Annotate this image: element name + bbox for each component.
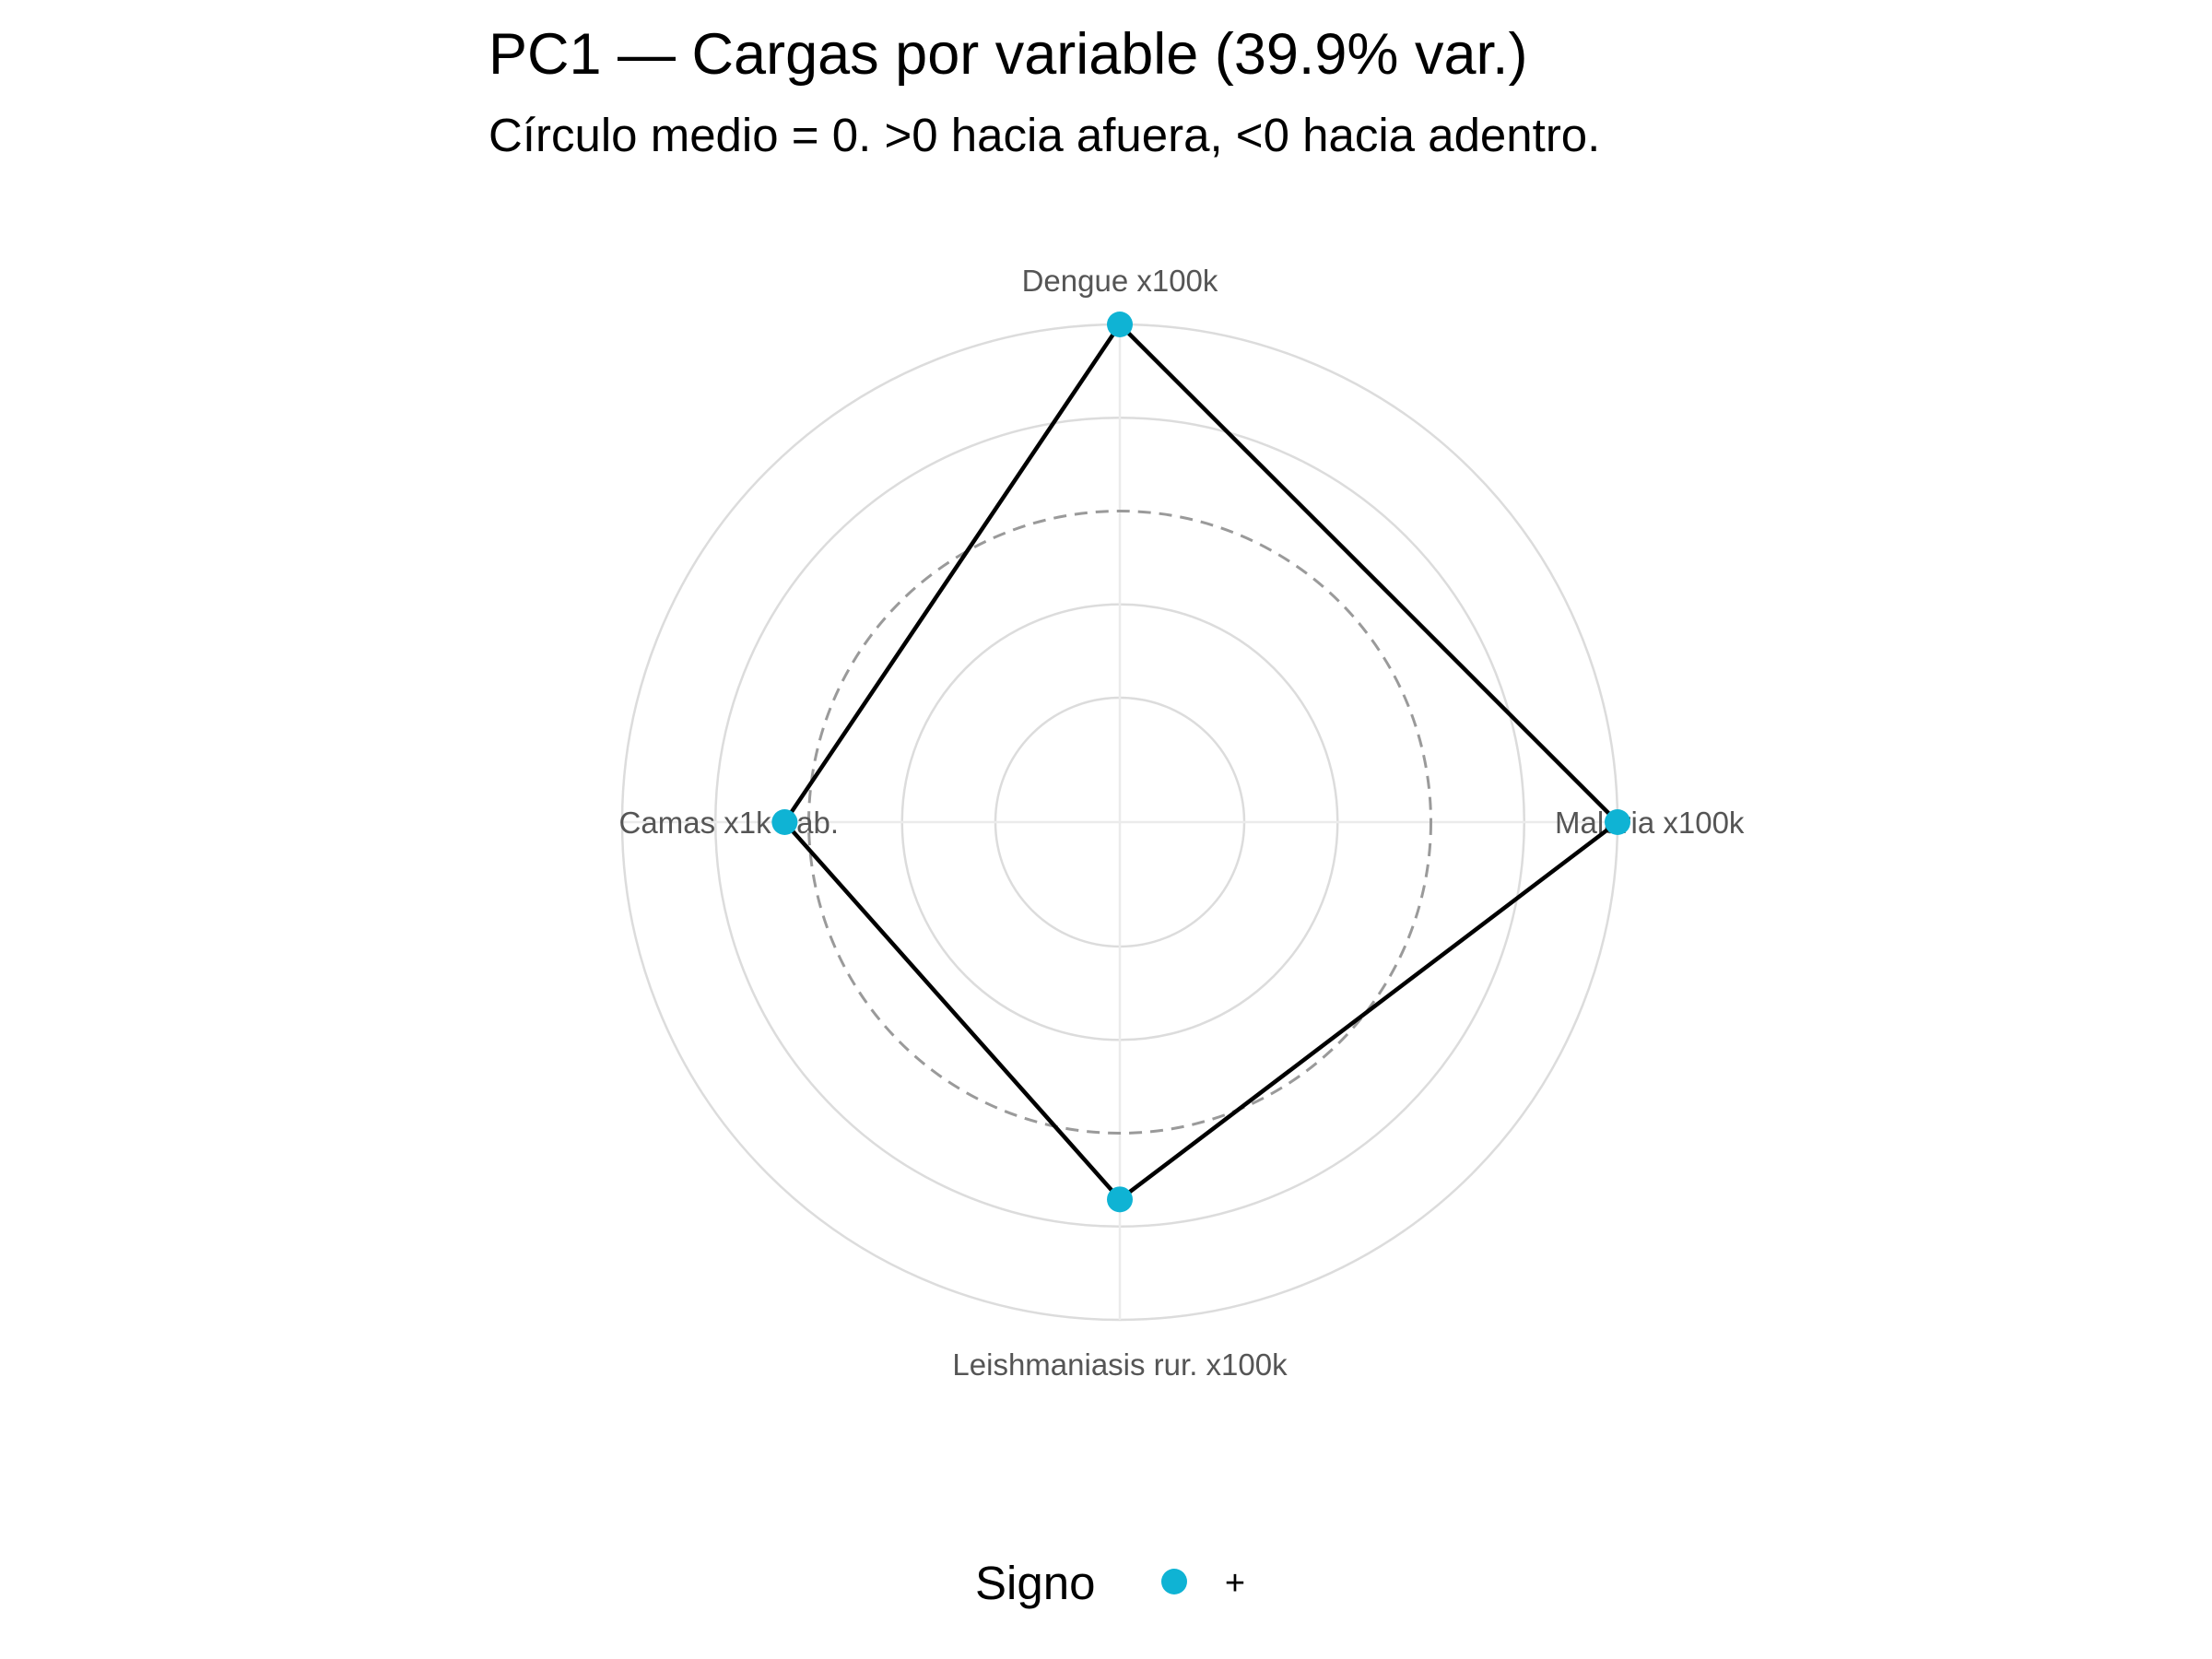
axis-label-3: Camas x1k hab.: [619, 806, 839, 840]
point-0: [1107, 312, 1133, 337]
legend: Signo +: [975, 1557, 1245, 1609]
chart-title: PC1 — Cargas por variable (39.9% var.): [488, 22, 1527, 87]
series: [771, 312, 1630, 1213]
legend-marker-positive: [1161, 1569, 1187, 1594]
axis-label-1: Malaria x100k: [1555, 806, 1745, 840]
point-2: [1107, 1186, 1133, 1213]
point-3: [771, 809, 798, 835]
axis-label-0: Dengue x100k: [1022, 264, 1218, 298]
axis-label-2: Leishmaniasis rur. x100k: [952, 1347, 1288, 1382]
chart-subtitle: Círculo medio = 0. >0 hacia afuera, <0 h…: [488, 109, 1600, 161]
legend-title: Signo: [975, 1557, 1095, 1609]
legend-label-positive: +: [1225, 1564, 1245, 1603]
point-1: [1605, 809, 1630, 835]
zero-ring: [807, 510, 1432, 1135]
